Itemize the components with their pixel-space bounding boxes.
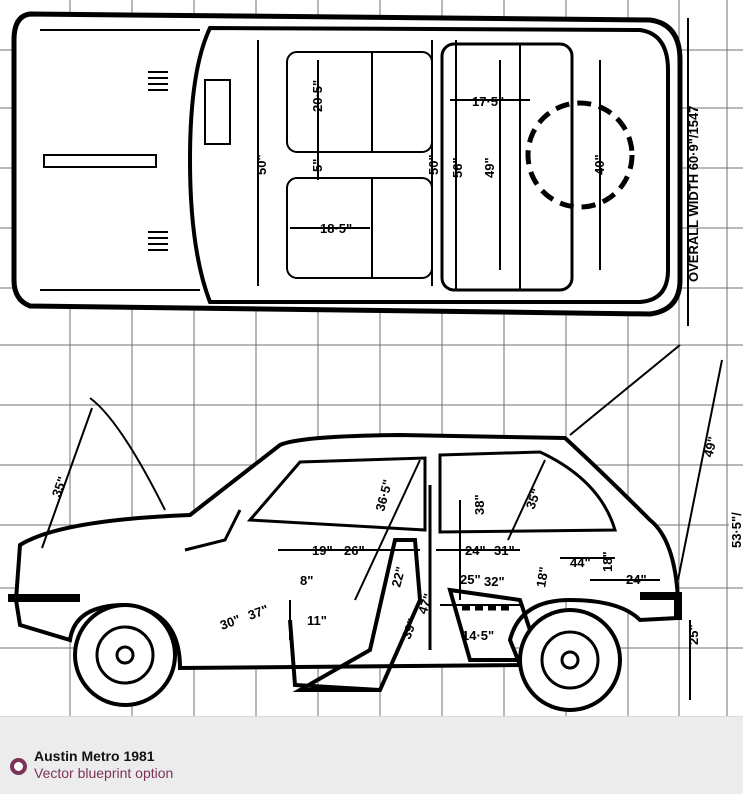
- car-blueprint-image: OVERALL WIDTH 60·9"/1547 20·5" 5" 18·5" …: [0, 0, 743, 717]
- dim-label: 35": [49, 475, 70, 500]
- overall-height-label-backdrop: [729, 490, 743, 552]
- dim-label: 49": [482, 157, 497, 178]
- dim-label: 18": [600, 551, 615, 572]
- dim-label: 17·5": [472, 94, 504, 109]
- dim-label: 47": [415, 592, 436, 617]
- overall-height-label: 53·5"/: [729, 512, 743, 548]
- dim-label: 25": [460, 572, 481, 587]
- dim-label: 37": [246, 602, 271, 623]
- dim-label: 8": [300, 573, 313, 588]
- dim-label: 40": [592, 154, 607, 175]
- dim-label: 38": [472, 494, 487, 515]
- dim-label: 50": [254, 154, 269, 175]
- top-view-labels: OVERALL WIDTH 60·9"/1547 20·5" 5" 18·5" …: [254, 80, 701, 282]
- dim-label: 11": [307, 613, 327, 628]
- side-view: [8, 344, 723, 712]
- dim-label: 35": [523, 487, 544, 512]
- dim-label: 50": [426, 154, 441, 175]
- dim-label: 19": [312, 543, 333, 558]
- radio-button-icon[interactable]: [10, 758, 27, 775]
- dim-label: 24": [465, 543, 486, 558]
- dim-label: 26": [344, 543, 365, 558]
- top-view: [11, 11, 689, 326]
- dim-label: 22": [388, 565, 408, 589]
- dim-label: 32": [484, 574, 505, 589]
- dim-label: 18·5": [320, 221, 352, 236]
- dim-label: 56": [450, 157, 465, 178]
- dim-label: 49": [700, 435, 720, 459]
- caption-title: Austin Metro 1981: [34, 748, 155, 764]
- side-view-labels: 35" 49" 36·5" 38" 35" 19" 26" 24" 31" 44…: [49, 435, 743, 645]
- dim-label: 18": [533, 566, 551, 589]
- image-caption[interactable]: Austin Metro 1981 Vector blueprint optio…: [0, 734, 743, 794]
- dim-label: 44": [570, 555, 591, 570]
- caption-subtitle: Vector blueprint option: [34, 765, 174, 781]
- dim-label: 5": [310, 159, 325, 172]
- dim-label: 30": [218, 612, 243, 633]
- dim-label: 24": [626, 572, 647, 587]
- dim-label: 25": [686, 624, 701, 645]
- overall-width-label: OVERALL WIDTH 60·9"/1547: [686, 106, 701, 282]
- dim-label: 31": [494, 543, 515, 558]
- dim-label: 39": [399, 617, 420, 642]
- dim-label: 20·5": [310, 80, 325, 112]
- dim-label: 14·5": [462, 628, 494, 643]
